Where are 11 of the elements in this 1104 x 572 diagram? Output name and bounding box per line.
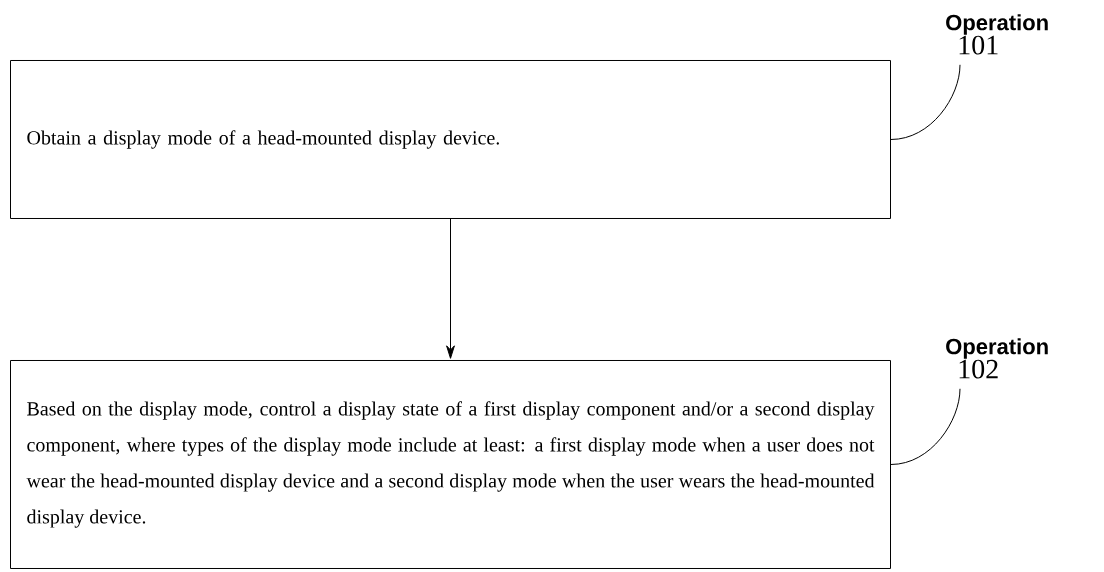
process-box xyxy=(10,360,891,569)
arrow xyxy=(446,218,455,359)
leader-line xyxy=(890,388,961,465)
process-box xyxy=(10,60,891,219)
step-text: Obtain a display mode of a head-mounted display device. xyxy=(27,130,499,149)
operation-heading: Operation xyxy=(946,338,1048,359)
step-number: 101 xyxy=(959,35,998,55)
step-text: Based on the display mode, control a display state of a first display component and/or a second display component, where types of the display mode include at least: a first display mode when a user does not wear the head-mounted display device and a second display mode when the user wears the head-mounted display device. xyxy=(26,401,875,528)
leader-line xyxy=(890,64,961,140)
step-number: 102 xyxy=(959,359,998,379)
operation-heading: Operation xyxy=(946,14,1048,35)
